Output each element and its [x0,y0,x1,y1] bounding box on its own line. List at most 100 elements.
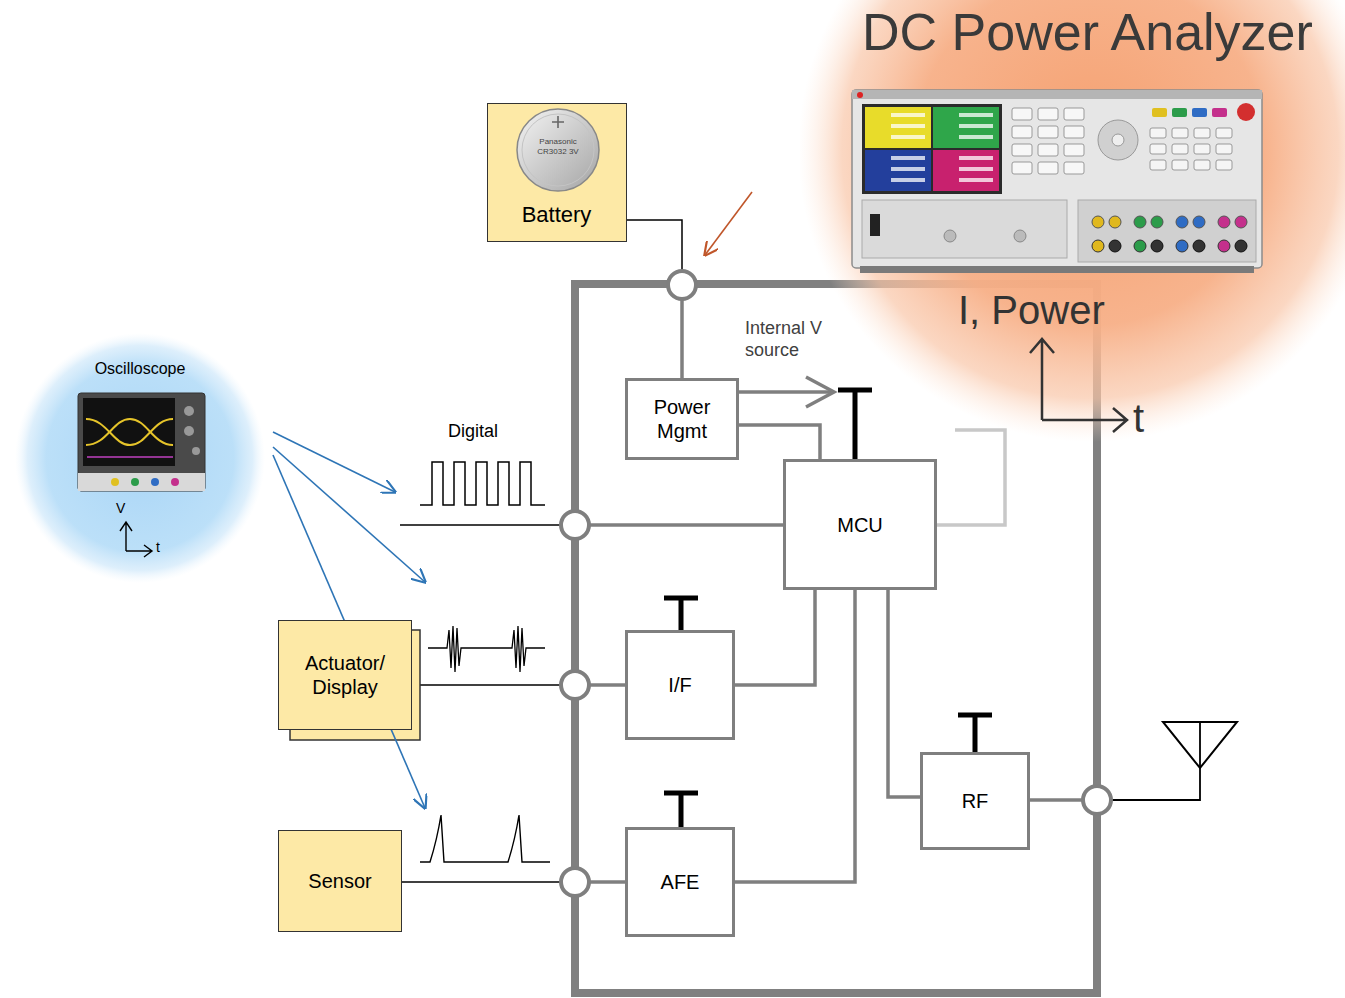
illustration-part [1194,128,1210,138]
box-label: Sensor [308,869,371,893]
instrument-callout: DC Power AnalyzerI, Powert [800,0,1345,445]
illustration-part [1193,240,1205,252]
illustration-part [151,478,159,486]
illustration-part [891,135,925,139]
illustration-part [933,107,999,148]
process-box: Power Mgmt [625,378,739,460]
supply-arrow [735,390,832,394]
annotation-label: Digital [448,421,498,443]
illustration-part [1216,160,1232,170]
illustration-part [111,478,119,486]
power-rail-symbol [958,715,992,752]
illustration-part [1109,240,1121,252]
measure-arrow [705,192,752,255]
axis-arrow [120,522,132,551]
instrument-title: DC Power Analyzer [862,6,1313,58]
illustration-part [1092,216,1104,228]
illustration-part [171,478,179,486]
process-box: AFE [625,827,735,937]
illustration-part [891,124,925,128]
process-box: MCU [783,459,937,590]
axis-label: t [1133,398,1144,438]
illustration-part [1038,108,1058,120]
illustration-part [1150,144,1166,154]
power-rail-symbol [838,390,872,459]
connector-line [739,425,820,459]
illustration-part [1172,128,1188,138]
illustration-part [1038,126,1058,138]
pin-circle [561,511,589,539]
peripheral-box: Actuator/ Display [278,620,412,730]
illustration-part [1014,230,1026,242]
coin-cell-picture [522,114,594,186]
illustration-part [1151,216,1163,228]
illustration-part [891,113,925,117]
antenna-wire [1111,722,1200,800]
highlight-glow [800,0,1345,442]
connector-line [627,220,682,378]
oscilloscope-picture [78,393,205,491]
illustration-part [862,104,1002,194]
illustration-part [1212,108,1227,117]
illustration-part [959,135,993,139]
illustration-part [1152,108,1167,117]
coin-cell-picture [517,109,599,191]
illustration-part [944,230,956,242]
box-label: Power Mgmt [636,395,728,443]
battery-box: Panasonic CR3032 3VBattery [487,103,627,242]
illustration-part [959,156,993,160]
illustration-part [1194,144,1210,154]
illustration-part [862,200,1067,258]
pin-circle [561,868,589,896]
connector-line [735,590,855,882]
illustration-part [857,92,863,98]
internal-wire [589,523,783,527]
box-label: AFE [661,870,700,894]
illustration-part [1038,144,1058,156]
probe-arrow [273,455,425,808]
connector-line [412,684,625,686]
highlight-glow [15,333,265,583]
node-illustration [800,0,1345,445]
axis-label: t [156,540,160,554]
illustration-part [1237,103,1255,121]
axis-arrow [126,545,152,557]
illustration-part [852,90,1262,268]
axis-arrow [1042,408,1127,432]
axis-arrow [1030,339,1054,420]
illustration-part [891,156,925,160]
illustration-part [959,124,993,128]
burst-waveform [428,626,545,672]
illustration-part [1012,162,1032,174]
connector-line [402,881,625,883]
antenna-symbol [1163,722,1237,768]
illustration-part [1235,240,1247,252]
illustration-part [891,167,925,171]
pulse-waveform [420,815,550,862]
illustration-part [1192,108,1207,117]
illustration-part [86,419,173,445]
supply-arrow-head [806,377,834,407]
box-label: Actuator/ Display [288,651,403,699]
illustration-part [852,90,1262,99]
illustration-part [865,107,931,148]
box-label: Battery [488,204,625,226]
illustration-part [1218,240,1230,252]
box-label: I/F [668,673,691,697]
pin-circle [561,671,589,699]
illustration-part [959,167,993,171]
internal-wire [1030,798,1083,802]
illustration-part [1112,134,1124,146]
illustration-part [78,473,205,491]
illustration-part [1172,160,1188,170]
instrument-title: Oscilloscope [15,361,265,377]
illustration-part [891,178,925,182]
illustration-part [1172,108,1187,117]
illustration-part [78,393,205,491]
illustration-part [1151,240,1163,252]
internal-wire [589,683,625,687]
probe-arrow [273,432,395,492]
illustration-part [86,419,173,445]
peripheral-box: Sensor [278,830,402,932]
illustration-part [192,447,200,455]
